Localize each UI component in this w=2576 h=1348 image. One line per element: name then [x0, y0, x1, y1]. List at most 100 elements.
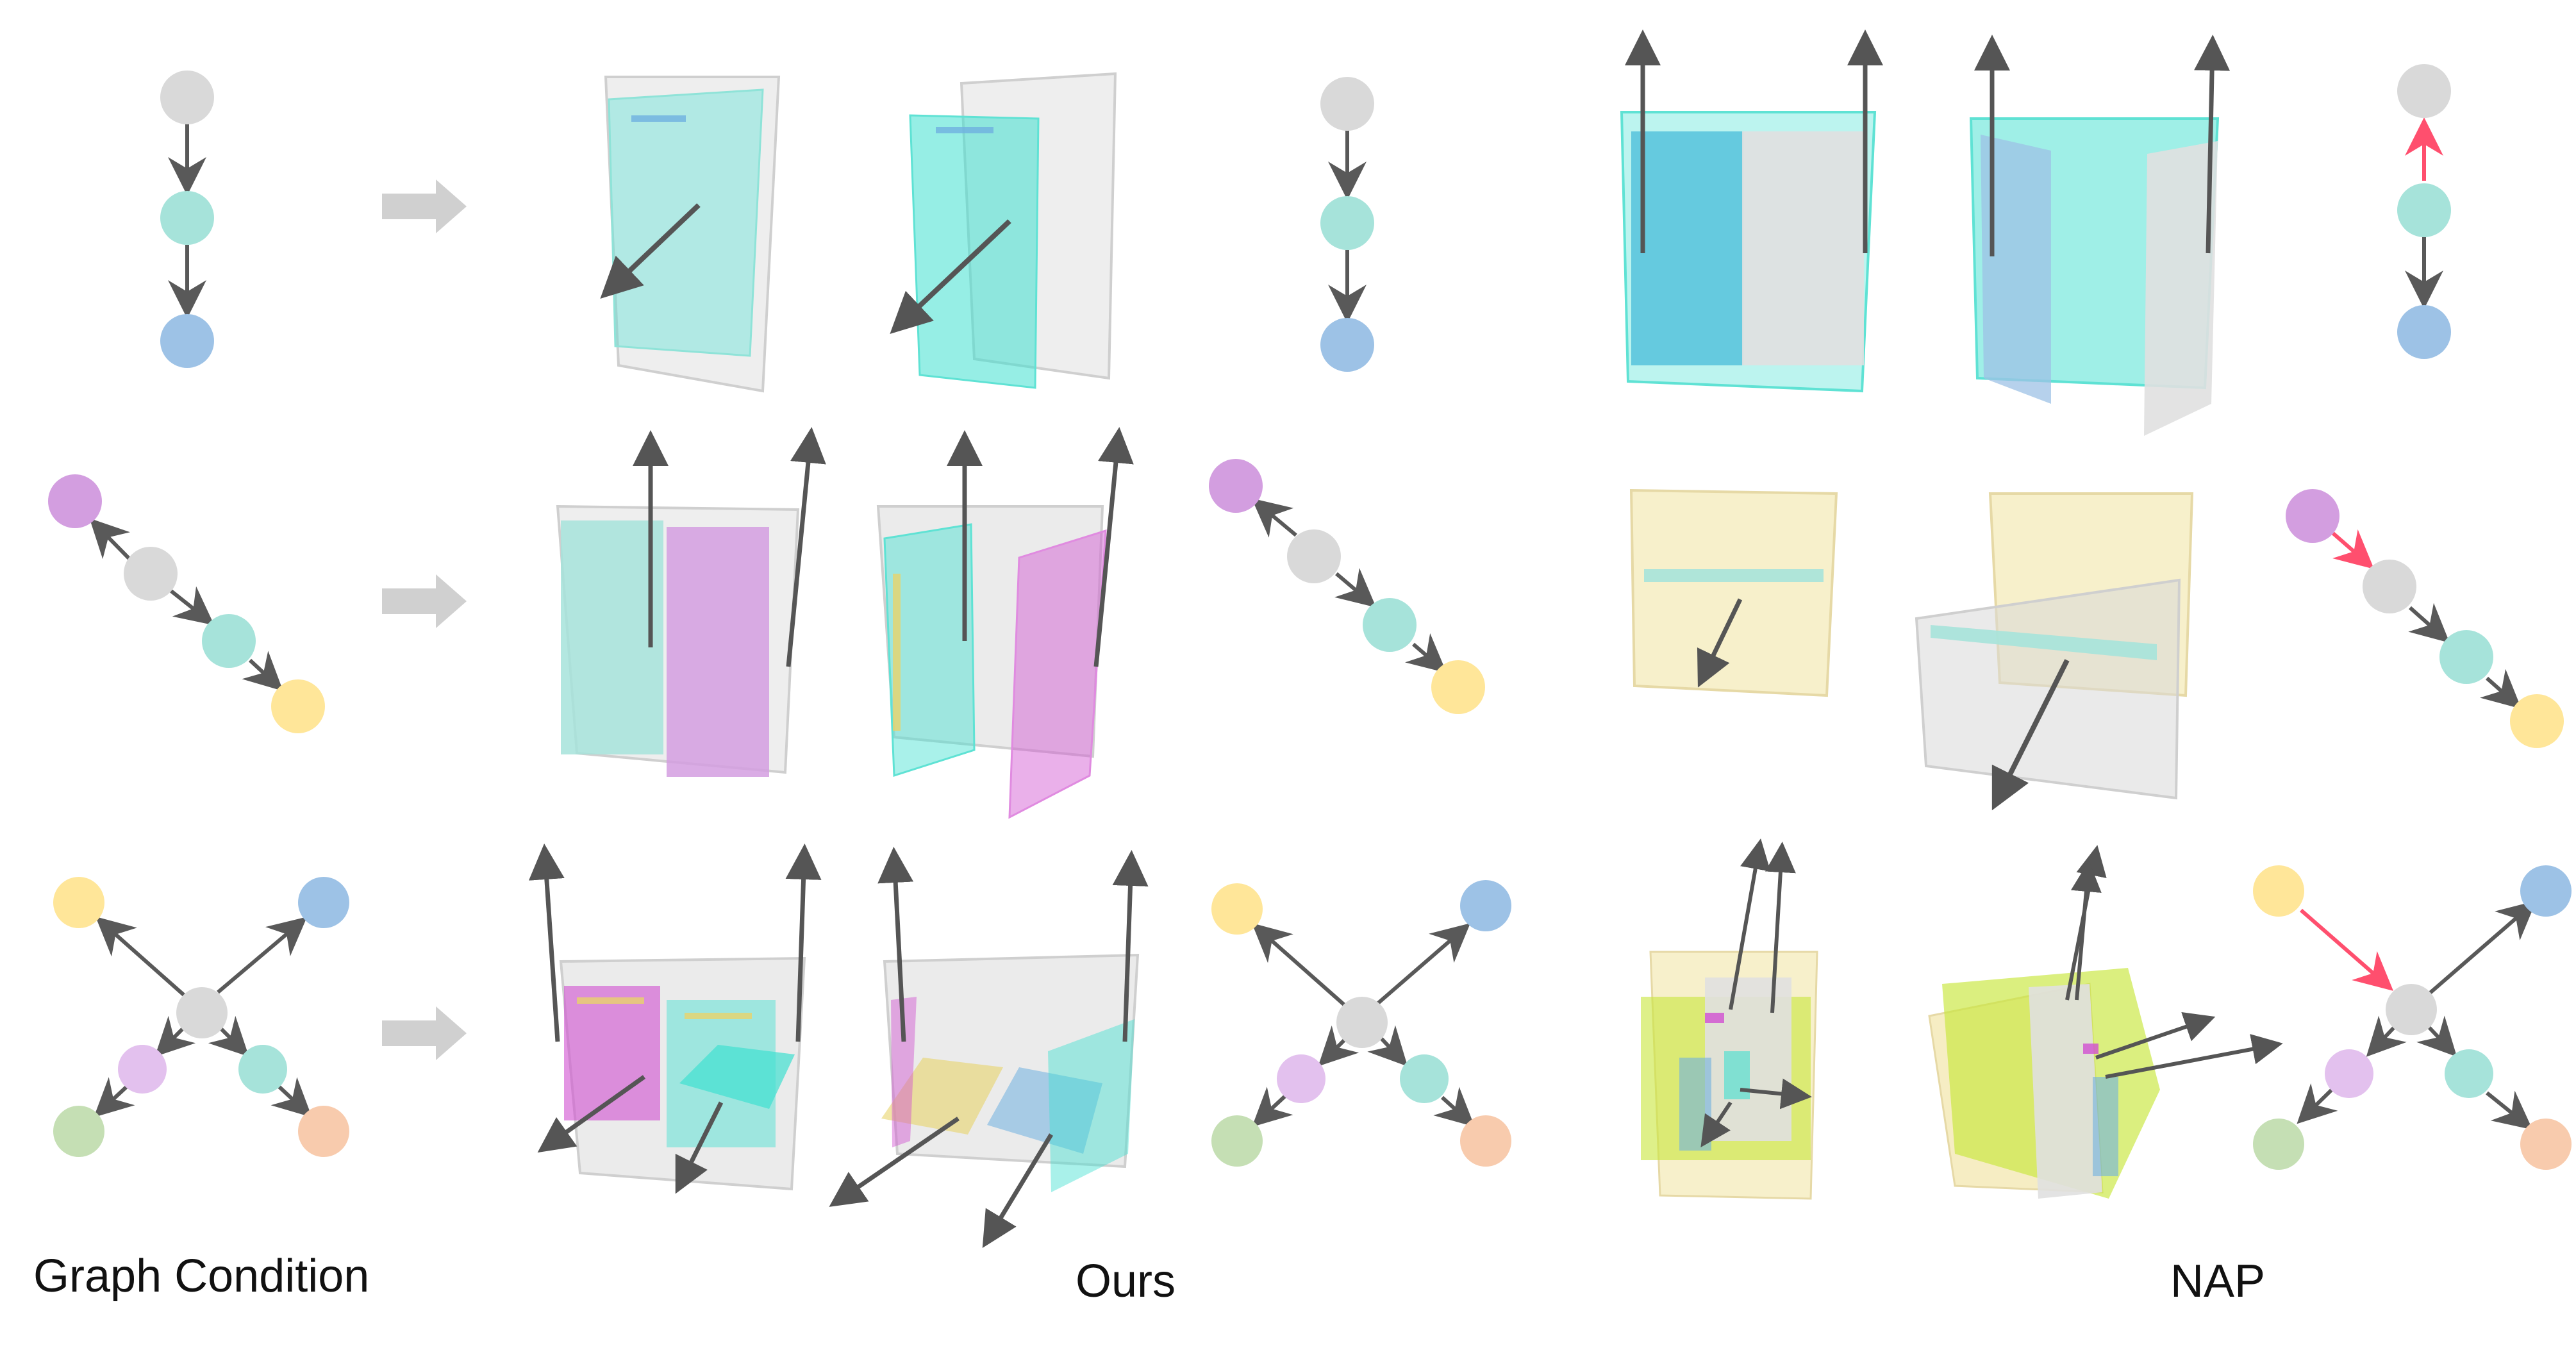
- joint-axis: [1697, 598, 1743, 688]
- ours-object: [829, 847, 1149, 1248]
- drawer: [1915, 578, 2181, 800]
- graph-node: [2286, 489, 2339, 543]
- joint-axis: [528, 844, 565, 1042]
- graph-node: [2363, 560, 2416, 613]
- joint-axis: [1765, 842, 1796, 1013]
- nap-object: [1620, 29, 1883, 393]
- cabinet-door: [1048, 1019, 1134, 1192]
- graph-condition-1: [160, 71, 214, 368]
- joint-axis: [1112, 850, 1149, 1042]
- joint-axis: [600, 203, 701, 299]
- nap-graph-2: [1209, 459, 1485, 714]
- graph-node: [160, 71, 214, 124]
- graph-node: [2445, 1049, 2493, 1098]
- drawer-handle: [1644, 569, 1824, 582]
- graph-edge: [217, 917, 308, 994]
- graph-node: [202, 614, 256, 668]
- graph-edge: [242, 651, 283, 692]
- drawer-handle: [1705, 1013, 1724, 1023]
- nap-graph-right-2: [2286, 489, 2564, 748]
- joint-axis: [1093, 427, 1134, 667]
- ours-object: [528, 844, 822, 1194]
- cabinet-door: [2029, 984, 2102, 1199]
- graph-edge: [208, 1015, 249, 1057]
- graph-edge: [1252, 1086, 1293, 1127]
- graph-node: [53, 877, 104, 928]
- row-1: [160, 29, 2451, 436]
- cabinet-door: [561, 520, 663, 754]
- ours-object: [600, 76, 781, 393]
- cabinet-door: [1981, 135, 2051, 404]
- graph-node: [1431, 660, 1485, 714]
- cabinet-door: [2144, 141, 2218, 436]
- graph-node: [1211, 1115, 1263, 1167]
- joint-axis: [1729, 838, 1771, 1010]
- cabinet-door: [1631, 131, 1743, 365]
- joint-axis: [877, 847, 914, 1042]
- cabinet-door: [667, 527, 769, 777]
- graph-node: [1209, 459, 1263, 513]
- graph-node: [2397, 305, 2451, 359]
- graph-edge: [2480, 669, 2522, 709]
- nap-graph-right-1: [2397, 64, 2451, 359]
- graph-edge: [2416, 1015, 2457, 1057]
- graph-edge: [2408, 603, 2450, 643]
- graph-node: [1320, 318, 1374, 372]
- nap-graph-right-3: [2253, 865, 2572, 1170]
- drawer: [987, 1067, 1102, 1154]
- joint-axis: [890, 219, 1011, 334]
- graph-edge: [1251, 498, 1297, 538]
- graph-node: [1336, 997, 1388, 1048]
- caption-graph-condition: Graph Condition: [33, 1251, 370, 1302]
- graph-edge: [1318, 1025, 1359, 1067]
- door-handle: [577, 997, 644, 1004]
- graph-node: [2510, 694, 2564, 748]
- graph-edge: [1433, 1086, 1475, 1127]
- door-handle: [893, 574, 901, 731]
- graph-node: [2386, 984, 2437, 1035]
- graph-node: [2253, 865, 2304, 917]
- graph-edge: [1334, 568, 1377, 608]
- graph-node: [271, 679, 325, 733]
- graph-node: [1363, 598, 1417, 652]
- graph-node: [160, 314, 214, 368]
- ours-object: [890, 72, 1117, 389]
- cabinet-door: [1742, 131, 1864, 365]
- graph-edge-wrong: [2300, 908, 2394, 991]
- graph-edge: [2428, 901, 2537, 995]
- joint-axis: [829, 1117, 960, 1207]
- cabinet-door: [1008, 529, 1107, 819]
- caption-ours: Ours: [1076, 1256, 1176, 1307]
- ours-object: [556, 427, 826, 777]
- joint-axis: [1991, 659, 2070, 811]
- graph-condition-3: [53, 877, 349, 1157]
- ours-object: [876, 427, 1134, 819]
- graph-edge: [96, 917, 187, 999]
- graph-edge: [270, 1077, 312, 1118]
- drawer-handle: [1931, 625, 2157, 660]
- graph-edge: [2297, 1083, 2338, 1124]
- graph-edge: [154, 1015, 196, 1057]
- graph-edge: [89, 518, 133, 563]
- right-arrow-icon: [382, 1006, 467, 1060]
- cabinet-door: [891, 997, 917, 1147]
- joint-axis: [2194, 35, 2231, 254]
- graph-node: [1287, 529, 1341, 583]
- joint-axis: [537, 1075, 646, 1153]
- graph-node: [298, 877, 349, 928]
- graph-node: [124, 547, 178, 601]
- joint-axis: [2105, 1034, 2283, 1079]
- joint-axis: [2095, 1011, 2216, 1060]
- graph-node: [176, 987, 228, 1038]
- right-arrow-icon: [382, 179, 467, 233]
- graph-edge: [1367, 1025, 1408, 1067]
- graph-node: [238, 1045, 287, 1094]
- graph-node: [1277, 1054, 1325, 1103]
- joint-axis: [1740, 1078, 1812, 1110]
- door-handle: [685, 1013, 752, 1019]
- cabinet-body: [1629, 488, 1838, 697]
- joint-axis: [1700, 1101, 1733, 1147]
- nap-object: [1915, 492, 2194, 811]
- graph-node: [2520, 1119, 2572, 1170]
- drawer: [679, 1045, 795, 1109]
